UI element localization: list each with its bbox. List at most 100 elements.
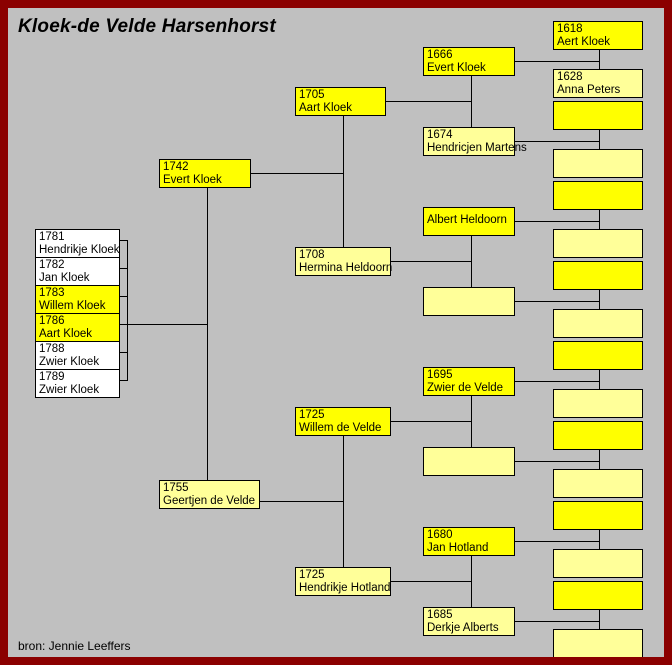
person-name [557, 356, 639, 369]
person-year [557, 471, 639, 484]
person-box-gggp-0[interactable]: 1618 Aert Kloek [553, 21, 643, 50]
person-box-ggp-5[interactable] [423, 447, 515, 476]
person-box-ggp-4[interactable]: 1695 Zwier de Velde [423, 367, 515, 396]
connector-children-to-parents [127, 324, 208, 325]
person-year: 1618 [557, 23, 583, 35]
person-name [557, 276, 639, 289]
person-name [557, 436, 639, 449]
person-box-gggp-8[interactable] [553, 341, 643, 370]
person-box-grandparent-2[interactable]: 1725 Willem de Velde [295, 407, 391, 436]
person-box-gggp-12[interactable] [553, 501, 643, 530]
person-year [557, 583, 639, 596]
person-box-child-1[interactable]: 1782 Jan Kloek [35, 257, 120, 286]
person-name: Evert Kloek [427, 62, 486, 74]
person-year: 1695 [427, 369, 453, 381]
person-name [557, 564, 639, 577]
person-name: Hendricjen Martens [427, 142, 527, 154]
person-name: Jan Kloek [39, 272, 90, 284]
person-name [557, 596, 639, 609]
person-box-child-0[interactable]: 1781 Hendrikje Kloek [35, 229, 120, 258]
person-name: Hermina Heldoorn [299, 262, 393, 274]
person-year: 1786 [39, 315, 65, 327]
person-name: Albert Heldoorn [427, 214, 507, 226]
person-box-ggp-0[interactable]: 1666 Evert Kloek [423, 47, 515, 76]
connector-gggp-5-spine [599, 361, 600, 401]
person-box-child-2[interactable]: 1783 Willem Kloek [35, 285, 120, 314]
person-name: Hendrikje Kloek [39, 244, 120, 256]
person-name: Willem de Velde [299, 422, 382, 434]
connector-gggp-3-spine [599, 201, 600, 241]
person-box-parent-1[interactable]: 1755 Geertjen de Velde [159, 480, 260, 509]
person-year: 1783 [39, 287, 65, 299]
person-name [557, 164, 639, 177]
connector-1674-right [515, 141, 599, 142]
person-name [427, 302, 511, 315]
connector-1695-right [515, 381, 599, 382]
person-box-child-5[interactable]: 1789 Zwier Kloek [35, 369, 120, 398]
person-name: Hendrikje Hotland [299, 582, 391, 594]
person-year [557, 423, 639, 436]
connector-child-1781 [120, 240, 128, 241]
person-year [557, 311, 639, 324]
person-box-gggp-2[interactable] [553, 101, 643, 130]
person-box-ggp-2[interactable]: Albert Heldoorn [423, 207, 515, 236]
person-box-gggp-6[interactable] [553, 261, 643, 290]
person-box-gggp-15[interactable] [553, 629, 643, 657]
person-year: 1725 [299, 409, 325, 421]
connector-1685-right [515, 621, 599, 622]
connector-child-1788 [120, 352, 128, 353]
person-box-parent-0[interactable]: 1742 Evert Kloek [159, 159, 251, 188]
person-year: 1628 [557, 71, 583, 83]
person-name: Evert Kloek [163, 174, 222, 186]
person-box-gggp-7[interactable] [553, 309, 643, 338]
person-box-gggp-1[interactable]: 1628 Anna Peters [553, 69, 643, 98]
person-box-ggp-3[interactable] [423, 287, 515, 316]
connector-children-spine [127, 240, 128, 380]
person-box-ggp-6[interactable]: 1680 Jan Hotland [423, 527, 515, 556]
person-year: 1789 [39, 371, 65, 383]
person-year [557, 151, 639, 164]
person-box-gggp-13[interactable] [553, 549, 643, 578]
person-box-grandparent-0[interactable]: 1705 Aart Kloek [295, 87, 386, 116]
person-box-grandparent-1[interactable]: 1708 Hermina Heldoorn [295, 247, 393, 276]
person-box-ggp-7[interactable]: 1685 Derkje Alberts [423, 607, 515, 636]
person-box-gggp-4[interactable] [553, 181, 643, 210]
connector-gggp-2-spine [599, 121, 600, 161]
person-name [557, 196, 639, 209]
person-name [557, 116, 639, 129]
person-box-gggp-10[interactable] [553, 421, 643, 450]
person-box-grandparent-3[interactable]: 1725 Hendrikje Hotland [295, 567, 391, 596]
person-box-ggp-1[interactable]: 1674 Hendricjen Martens [423, 127, 527, 156]
person-year [557, 183, 639, 196]
person-year [427, 289, 511, 302]
person-box-child-4[interactable]: 1788 Zwier Kloek [35, 341, 120, 370]
connector-1666-right [515, 61, 599, 62]
connector-ggp-evert-spine [471, 61, 472, 141]
connector-1708-right [391, 261, 471, 262]
person-year: 1755 [163, 482, 189, 494]
person-name: Jan Hotland [427, 542, 489, 554]
person-year: 1680 [427, 529, 453, 541]
person-name [557, 484, 639, 497]
person-year [557, 231, 639, 244]
connector-child-1789 [120, 380, 128, 381]
connector-1680-right [515, 541, 599, 542]
person-name: Zwier Kloek [39, 384, 100, 396]
chart-canvas: Kloek-de Velde Harsenhorst bron: Jennie … [8, 8, 664, 657]
person-box-gggp-14[interactable] [553, 581, 643, 610]
person-name [557, 404, 639, 417]
person-year: 1705 [299, 89, 325, 101]
person-year: 1742 [163, 161, 189, 173]
connector-1755-right [260, 501, 343, 502]
person-year [557, 391, 639, 404]
person-box-gggp-9[interactable] [553, 389, 643, 418]
person-box-gggp-11[interactable] [553, 469, 643, 498]
person-year: 1782 [39, 259, 65, 271]
person-box-gggp-5[interactable] [553, 229, 643, 258]
person-box-gggp-3[interactable] [553, 149, 643, 178]
person-box-child-3[interactable]: 1786 Aart Kloek [35, 313, 120, 342]
person-year: 1666 [427, 49, 453, 61]
person-year: 1685 [427, 609, 453, 621]
connector-1725hendrikje-right [391, 581, 471, 582]
